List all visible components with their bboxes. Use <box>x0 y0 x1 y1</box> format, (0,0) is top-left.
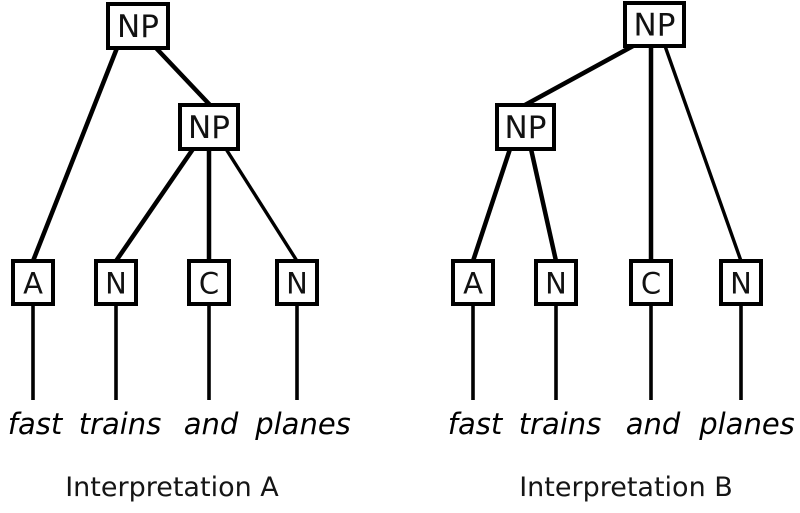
node-box <box>187 259 231 306</box>
tree-edge <box>114 147 195 263</box>
tree-edge <box>663 45 743 262</box>
tree-node[interactable]: N <box>275 259 319 306</box>
leaf-word: fast <box>8 407 64 441</box>
node-box <box>11 259 55 306</box>
tree-edge <box>30 47 120 262</box>
tree-b: fast trains and planes NP NP A N C N Interpretatio… <box>448 1 795 503</box>
tree-node[interactable]: NP <box>106 2 170 50</box>
tree-a: fast trains and planes NP NP A N C N Interpretatio… <box>8 2 351 503</box>
node-label: NP <box>505 110 547 146</box>
tree-node[interactable]: NP <box>178 103 240 151</box>
tree-edge <box>523 44 635 107</box>
node-box <box>451 259 495 306</box>
tree-edge <box>470 148 513 262</box>
node-box <box>94 259 138 306</box>
tree-node[interactable]: N <box>534 259 578 306</box>
leaf-word: fast <box>448 407 504 441</box>
tree-caption: Interpretation A <box>65 472 279 503</box>
tree-edge <box>154 46 212 107</box>
node-box <box>629 259 673 306</box>
leaf-word: and <box>184 407 239 441</box>
node-box <box>719 259 763 306</box>
tree-node[interactable]: C <box>187 259 231 306</box>
tree-caption: Interpretation B <box>519 472 733 503</box>
node-label: A <box>23 267 43 301</box>
tree-node[interactable]: A <box>451 259 495 306</box>
tree-node[interactable]: NP <box>623 1 686 48</box>
leaf-word: planes <box>698 407 795 441</box>
node-label: N <box>730 267 752 301</box>
node-box <box>495 103 556 151</box>
node-label: N <box>545 267 567 301</box>
node-box <box>106 2 170 50</box>
node-box <box>178 103 240 151</box>
node-label: C <box>641 267 661 301</box>
node-label: N <box>286 267 308 301</box>
leaf-word: planes <box>254 407 351 441</box>
node-label: NP <box>634 8 676 44</box>
node-label: N <box>105 267 127 301</box>
node-label: NP <box>188 110 230 146</box>
tree-edge <box>224 148 299 262</box>
tree-node[interactable]: A <box>11 259 55 306</box>
trees-layer: fast trains and planes NP NP A N C N Interpretatio… <box>8 1 795 503</box>
tree-node[interactable]: C <box>629 259 673 306</box>
leaf-word: and <box>626 407 681 441</box>
node-box <box>623 1 686 48</box>
tree-node[interactable]: N <box>94 259 138 306</box>
leaf-word: trains <box>519 407 602 441</box>
tree-edge <box>528 148 559 262</box>
tree-node[interactable]: N <box>719 259 763 306</box>
leaf-word: trains <box>79 407 162 441</box>
node-box <box>275 259 319 306</box>
node-label: C <box>199 267 219 301</box>
node-label: NP <box>117 9 159 45</box>
node-box <box>534 259 578 306</box>
node-label: A <box>463 267 483 301</box>
tree-node[interactable]: NP <box>495 103 556 151</box>
